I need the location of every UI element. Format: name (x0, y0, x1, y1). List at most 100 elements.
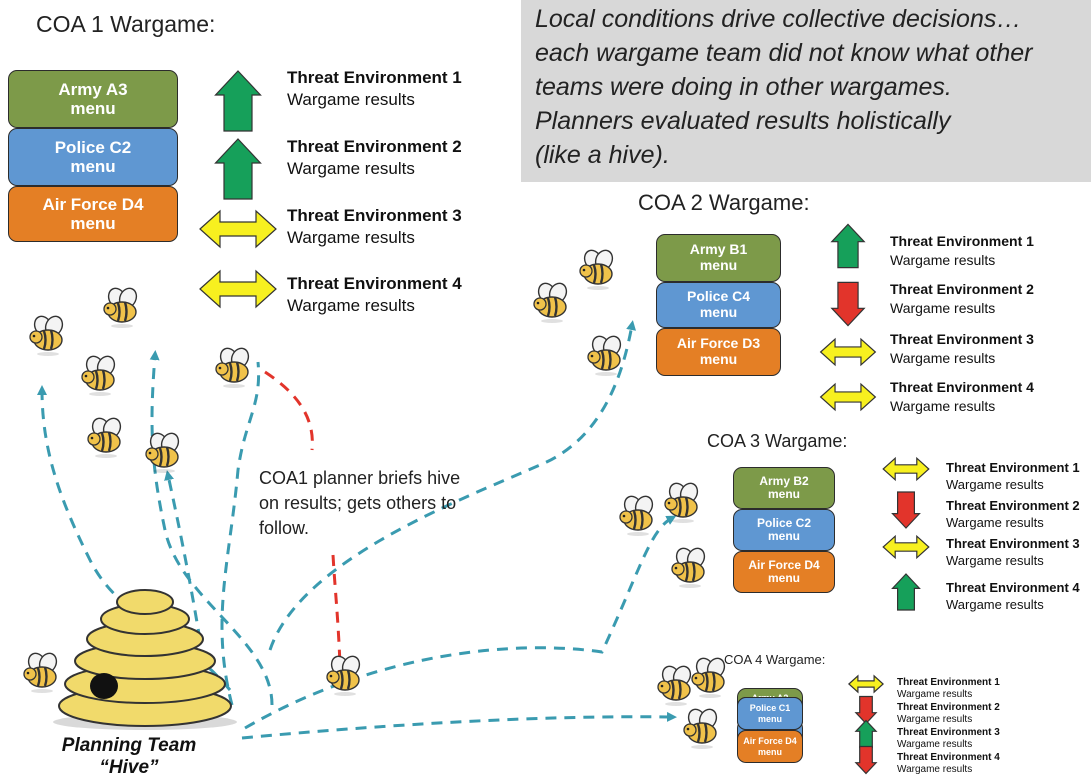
menu-line: menu (767, 487, 800, 501)
threat-result: Wargame results (890, 252, 996, 268)
threat-title: Threat Environment 1 (287, 68, 462, 87)
flight-path (244, 515, 677, 730)
threat-result: Wargame results (897, 689, 973, 700)
menu-line: Air Force D4 (42, 194, 144, 214)
hive-icon (53, 589, 237, 730)
brief-path (264, 370, 314, 451)
bee-icon (28, 312, 67, 358)
threat-title: Threat Environment 4 (890, 379, 1034, 395)
bee-icon (670, 544, 709, 590)
menu-line: Air Force D3 (676, 335, 761, 352)
hive-label: Planning Team “Hive” (54, 735, 204, 779)
result-arrow-both-yellow-icon (819, 337, 877, 367)
threat-title: Threat Environment 2 (287, 137, 462, 156)
brief-path (331, 554, 345, 670)
bee-icon (690, 654, 729, 700)
result-arrow-up-green-icon (891, 573, 921, 611)
result-arrow-up-green-icon (830, 223, 866, 269)
threat-title: Threat Environment 1 (890, 233, 1034, 249)
threat-result: Wargame results (946, 553, 1044, 568)
threat-title: Threat Environment 1 (897, 677, 1000, 688)
menu-line: menu (70, 214, 116, 233)
threat-title: Threat Environment 3 (897, 727, 1000, 738)
flight-path (164, 470, 202, 641)
threat-result: Wargame results (897, 714, 973, 725)
bee-icon (144, 429, 183, 475)
threat-title: Threat Environment 4 (946, 580, 1080, 595)
menu-line: Police C4 (686, 288, 751, 305)
threat-result: Wargame results (946, 477, 1044, 492)
menu-line: menu (767, 529, 800, 543)
flight-path (220, 361, 261, 706)
threat-title: Threat Environment 2 (946, 498, 1080, 513)
result-arrow-down-red-icon (854, 695, 878, 725)
coa2-threat-1: Threat Environment 1 Wargame results (890, 232, 1034, 270)
threat-result: Wargame results (287, 90, 415, 109)
menu-line: Air Force D4 (743, 736, 797, 747)
coa1-title: COA 1 Wargame: (36, 11, 216, 37)
result-arrow-both-yellow-icon (199, 209, 277, 249)
threat-title: Threat Environment 2 (897, 702, 1000, 713)
result-arrow-both-yellow-icon (882, 534, 930, 560)
menu-line: Army B2 (759, 473, 809, 488)
threat-title: Threat Environment 3 (946, 536, 1080, 551)
bee-icon (80, 352, 119, 398)
threat-title: Threat Environment 4 (287, 274, 462, 293)
callout-line: Planners evaluated results holistically (535, 107, 951, 135)
result-arrow-both-yellow-icon (199, 269, 277, 309)
bee-icon (22, 649, 61, 695)
coa1-threat-3: Threat Environment 3 Wargame results (287, 205, 462, 249)
result-arrow-down-red-icon (854, 745, 878, 775)
threat-result: Wargame results (890, 300, 996, 316)
callout-line: Local conditions drive collective decisi… (535, 5, 1022, 33)
menu-line: Police C1 (749, 703, 791, 714)
threat-result: Wargame results (946, 515, 1044, 530)
menu-line: Air Force D4 (748, 557, 820, 572)
result-arrow-up-green-icon (214, 138, 262, 200)
threat-result: Wargame results (946, 597, 1044, 612)
bee-icon (586, 332, 625, 378)
result-arrow-up-green-icon (214, 70, 262, 132)
threat-title: Threat Environment 3 (287, 206, 462, 225)
coa1-threat-1: Threat Environment 1 Wargame results (287, 67, 462, 111)
result-arrow-both-yellow-icon (882, 456, 930, 482)
result-arrow-both-yellow-icon (819, 382, 877, 412)
threat-result: Wargame results (890, 350, 996, 366)
threat-result: Wargame results (897, 764, 973, 775)
coa3-title: COA 3 Wargame: (707, 431, 848, 451)
coa3-threat-4: Threat Environment 4 Wargame results (946, 579, 1080, 613)
menu-line: menu (757, 713, 782, 724)
callout-line: (like a hive). (535, 141, 670, 169)
flight-path (149, 350, 274, 706)
bee-icon (618, 492, 657, 538)
flight-path (241, 711, 677, 740)
bee-icon (532, 279, 571, 325)
bee-icon (325, 652, 364, 698)
menu-line: Police C2 (54, 137, 132, 157)
bee-icon (214, 344, 253, 390)
bee-icon (102, 284, 141, 330)
result-arrow-down-red-icon (891, 491, 921, 529)
note-line: on results; gets others to (259, 493, 457, 513)
threat-title: Threat Environment 1 (946, 460, 1080, 475)
note-line: COA1 planner briefs hive (259, 468, 461, 488)
menu-line: menu (699, 351, 738, 367)
threat-result: Wargame results (287, 228, 415, 247)
bee-icon (578, 246, 617, 292)
bee-icon (682, 705, 721, 751)
threat-title: Threat Environment 4 (897, 752, 1000, 763)
